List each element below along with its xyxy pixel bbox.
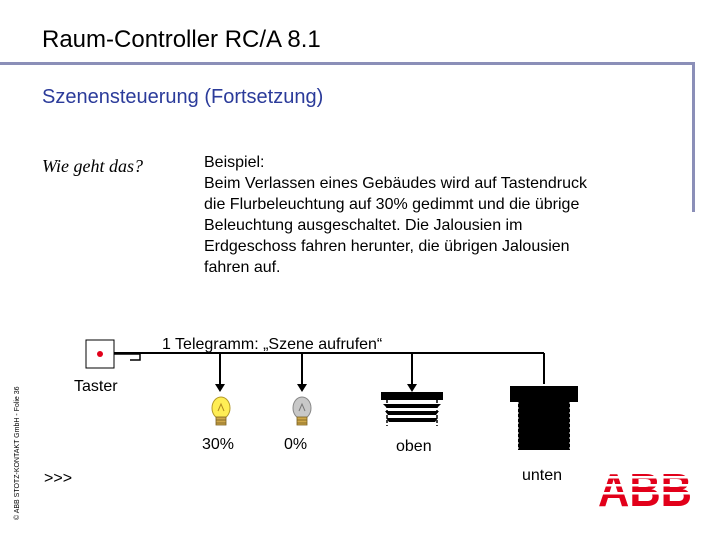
bus-arrows [215,384,417,392]
abb-logo: ABB [598,464,694,516]
example-line: Erdgeschoss fahren herunter, die übrigen… [204,238,570,255]
abb-logo-text: ABB [598,464,692,516]
blind-up-icon [381,392,443,426]
question-text: Wie geht das? [42,156,143,176]
example-line: fahren auf. [204,259,281,276]
push-button-icon[interactable] [85,339,115,369]
lamp-dimmed-icon [211,396,231,426]
title-divider [0,62,694,65]
telegram-label: 1 Telegramm: „Szene aufrufen“ [162,336,383,353]
button-label: Taster [74,378,118,395]
blind-down-icon [510,386,578,450]
lamp-off-label: 0% [284,436,308,453]
example-paragraph: Beispiel: Beim Verlassen eines Gebäudes … [204,152,684,278]
example-line: Beleuchtung ausgeschaltet. Die Jalousien… [204,217,523,234]
blind-down-label: unten [522,467,563,484]
blind-up-label: oben [396,438,432,455]
example-line: Beim Verlassen eines Gebäudes wird auf T… [204,175,588,192]
button-connector [114,353,141,361]
lamp-off-icon [292,396,312,426]
page-subtitle: Szenensteuerung (Fortsetzung) [42,86,324,108]
example-line: die Flurbeleuchtung auf 30% gedimmt und … [204,196,580,213]
frame-right-border [692,62,695,212]
page-title: Raum-Controller RC/A 8.1 [42,26,321,53]
lamp-dimmed-label: 30% [202,436,235,453]
next-slide-link[interactable]: >>> [44,470,73,487]
bus-drops [219,353,545,386]
example-line: Beispiel: [204,154,265,171]
